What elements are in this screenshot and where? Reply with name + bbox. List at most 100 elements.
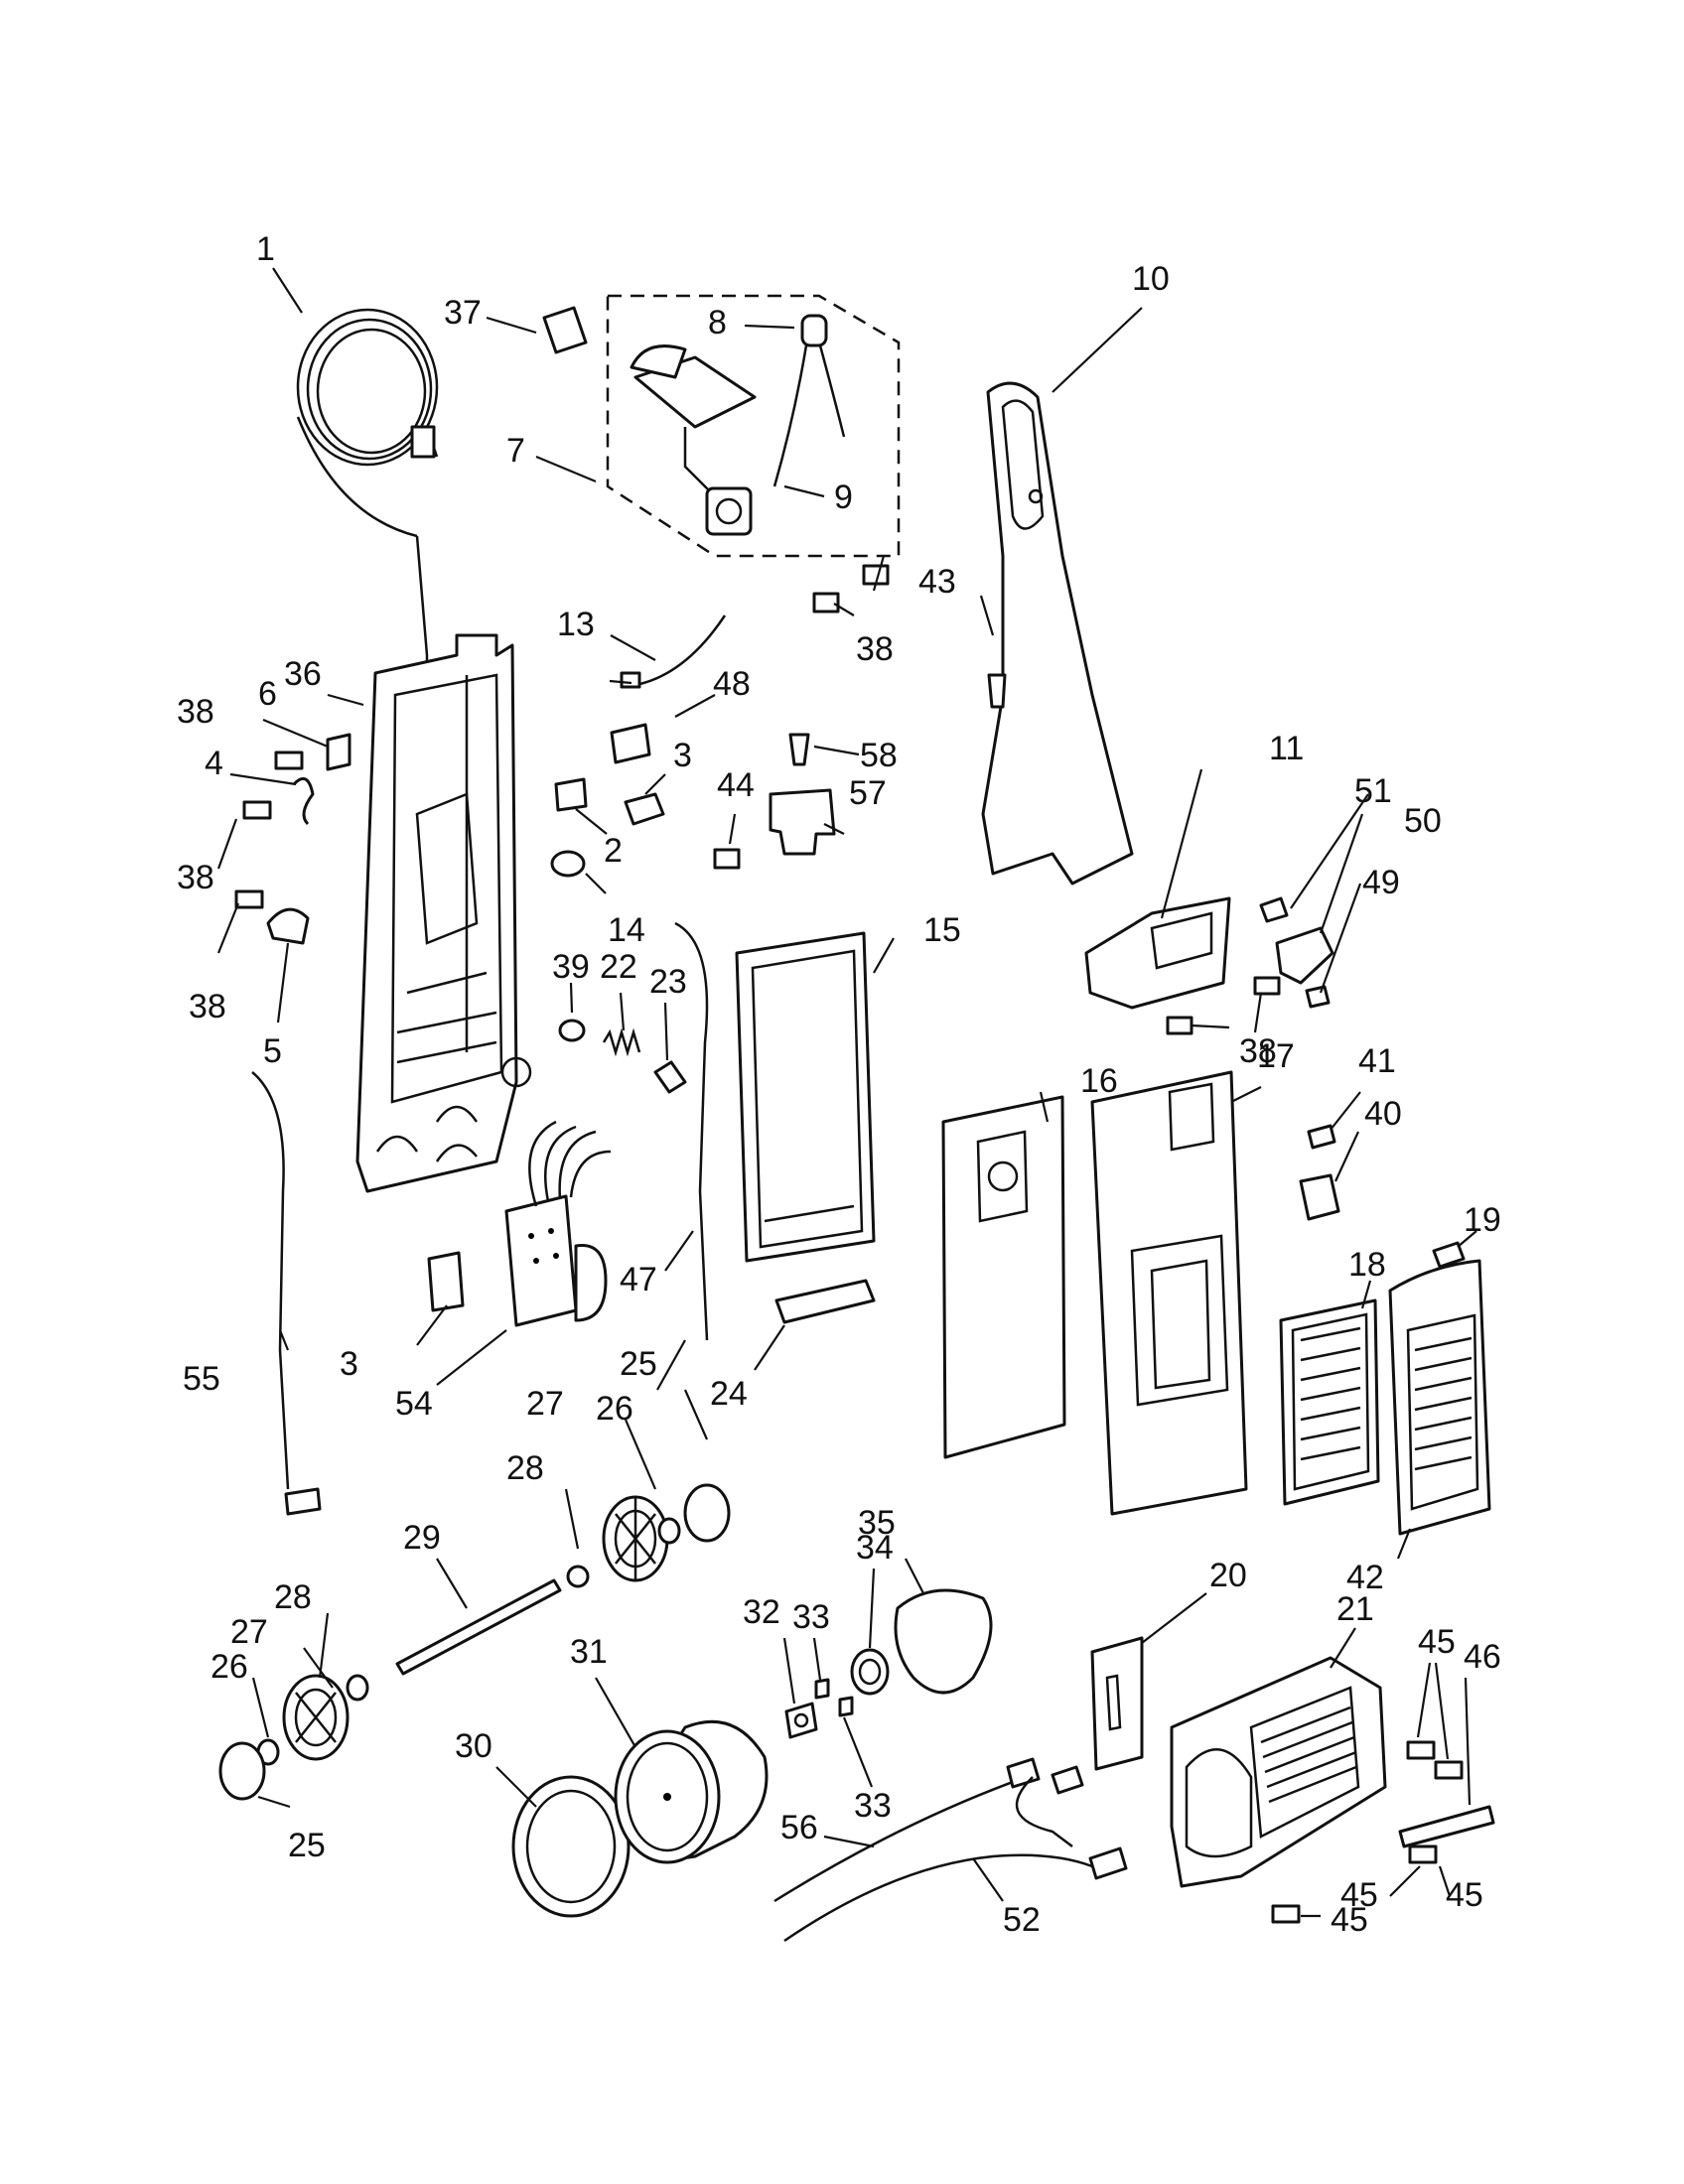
label-45-a: 45 <box>1418 1623 1456 1661</box>
label-15: 15 <box>923 911 961 949</box>
cord-wire-55 <box>251 1071 290 1490</box>
motor <box>614 1719 769 1864</box>
switch-cover <box>610 723 651 764</box>
label-16: 16 <box>1080 1062 1118 1100</box>
label-34: 34 <box>856 1529 894 1567</box>
label-32: 32 <box>743 1593 780 1631</box>
label-19: 19 <box>1464 1201 1501 1239</box>
grommet <box>550 850 586 878</box>
label-39: 39 <box>552 948 590 986</box>
indicator-49 <box>1305 985 1331 1009</box>
motor-bearing <box>784 1702 818 1739</box>
label-56: 56 <box>780 1809 818 1846</box>
bag-frame <box>735 931 876 1263</box>
hepa-filter <box>1279 1298 1380 1506</box>
label-25-lower: 25 <box>288 1827 326 1864</box>
label-38-b: 38 <box>177 859 214 896</box>
connector-b <box>1051 1765 1084 1795</box>
wire-56 <box>773 1780 1014 1903</box>
label-9: 9 <box>834 478 853 516</box>
handle <box>981 381 1134 886</box>
label-23: 23 <box>649 963 687 1001</box>
connector-52 <box>1088 1846 1128 1880</box>
cord-end <box>284 1487 322 1516</box>
label-42: 42 <box>1346 1559 1384 1596</box>
label-45-d: 45 <box>1331 1901 1368 1939</box>
label-1: 1 <box>256 230 275 268</box>
label-21: 21 <box>1336 1590 1374 1628</box>
label-44: 44 <box>717 766 755 804</box>
screw-38-d <box>1253 976 1281 996</box>
motor-housing <box>1170 1656 1387 1888</box>
screw-38-a <box>274 751 304 770</box>
label-38-a: 38 <box>177 693 214 731</box>
wire-nut <box>542 306 588 354</box>
label-43: 43 <box>918 563 956 601</box>
switch-button-51 <box>1259 896 1289 923</box>
cord-clip-lower <box>266 907 310 945</box>
wire-harness <box>634 614 727 687</box>
seal-strip <box>1398 1805 1495 1848</box>
label-58: 58 <box>860 737 898 774</box>
handle-base <box>1084 896 1231 1010</box>
screw-33-a <box>814 1678 830 1700</box>
label-3-upper: 3 <box>673 737 692 774</box>
label-28-upper: 28 <box>506 1449 544 1487</box>
label-24: 24 <box>710 1375 748 1413</box>
control-board <box>504 1120 612 1327</box>
label-26-upper: 26 <box>596 1390 633 1428</box>
label-51: 51 <box>1354 772 1392 810</box>
label-6: 6 <box>258 675 277 713</box>
label-28-lower: 28 <box>274 1578 312 1616</box>
bag-clip <box>769 788 836 856</box>
label-38-d: 38 <box>1239 1032 1277 1070</box>
label-30: 30 <box>455 1727 492 1765</box>
screw-45-d <box>1271 1904 1301 1924</box>
label-27-lower: 27 <box>230 1613 268 1651</box>
label-47: 47 <box>620 1261 657 1298</box>
label-22: 22 <box>600 948 637 986</box>
screw-33-b <box>838 1696 854 1717</box>
label-10: 10 <box>1132 260 1170 298</box>
switch-bracket <box>705 486 753 536</box>
indicator-lamp <box>772 314 846 487</box>
dust-bag <box>941 1095 1066 1459</box>
cord-wire-47 <box>674 921 709 1341</box>
switch-plate <box>1275 926 1334 985</box>
screw-45-b <box>1434 1760 1464 1780</box>
screw-38-c <box>234 889 264 909</box>
screw-58 <box>788 733 810 766</box>
label-38-c: 38 <box>189 988 226 1025</box>
part-number-labels: 1 37 8 7 9 10 38 43 13 48 3 2 14 44 58 5… <box>177 230 1501 1939</box>
label-25-upper: 25 <box>620 1345 657 1383</box>
label-49: 49 <box>1362 864 1400 901</box>
label-8: 8 <box>708 304 727 341</box>
label-52: 52 <box>1003 1901 1041 1939</box>
label-41: 41 <box>1358 1042 1396 1080</box>
label-31: 31 <box>570 1633 608 1671</box>
screws-38-top <box>812 564 890 614</box>
label-13: 13 <box>557 606 595 643</box>
label-55: 55 <box>183 1360 220 1398</box>
label-57: 57 <box>849 774 887 812</box>
micro-switch-lower <box>427 1251 465 1312</box>
label-4: 4 <box>205 745 223 782</box>
label-45-c: 45 <box>1446 1876 1483 1914</box>
screw-45-c <box>1408 1844 1438 1864</box>
label-40: 40 <box>1364 1095 1402 1133</box>
screw-43 <box>987 673 1007 709</box>
bushing <box>558 1019 586 1042</box>
bag-door <box>1090 1070 1248 1516</box>
label-38-top: 38 <box>856 630 894 668</box>
label-11: 11 <box>1269 730 1304 767</box>
screw-44 <box>713 848 741 870</box>
latch-spring <box>1299 1173 1340 1221</box>
label-14: 14 <box>608 911 645 949</box>
door-latch <box>1307 1124 1336 1150</box>
label-20: 20 <box>1209 1557 1247 1594</box>
connector-56 <box>1006 1757 1041 1789</box>
label-17: 17 <box>1257 1037 1295 1075</box>
label-54: 54 <box>395 1385 433 1423</box>
label-33-upper: 33 <box>792 1598 830 1636</box>
